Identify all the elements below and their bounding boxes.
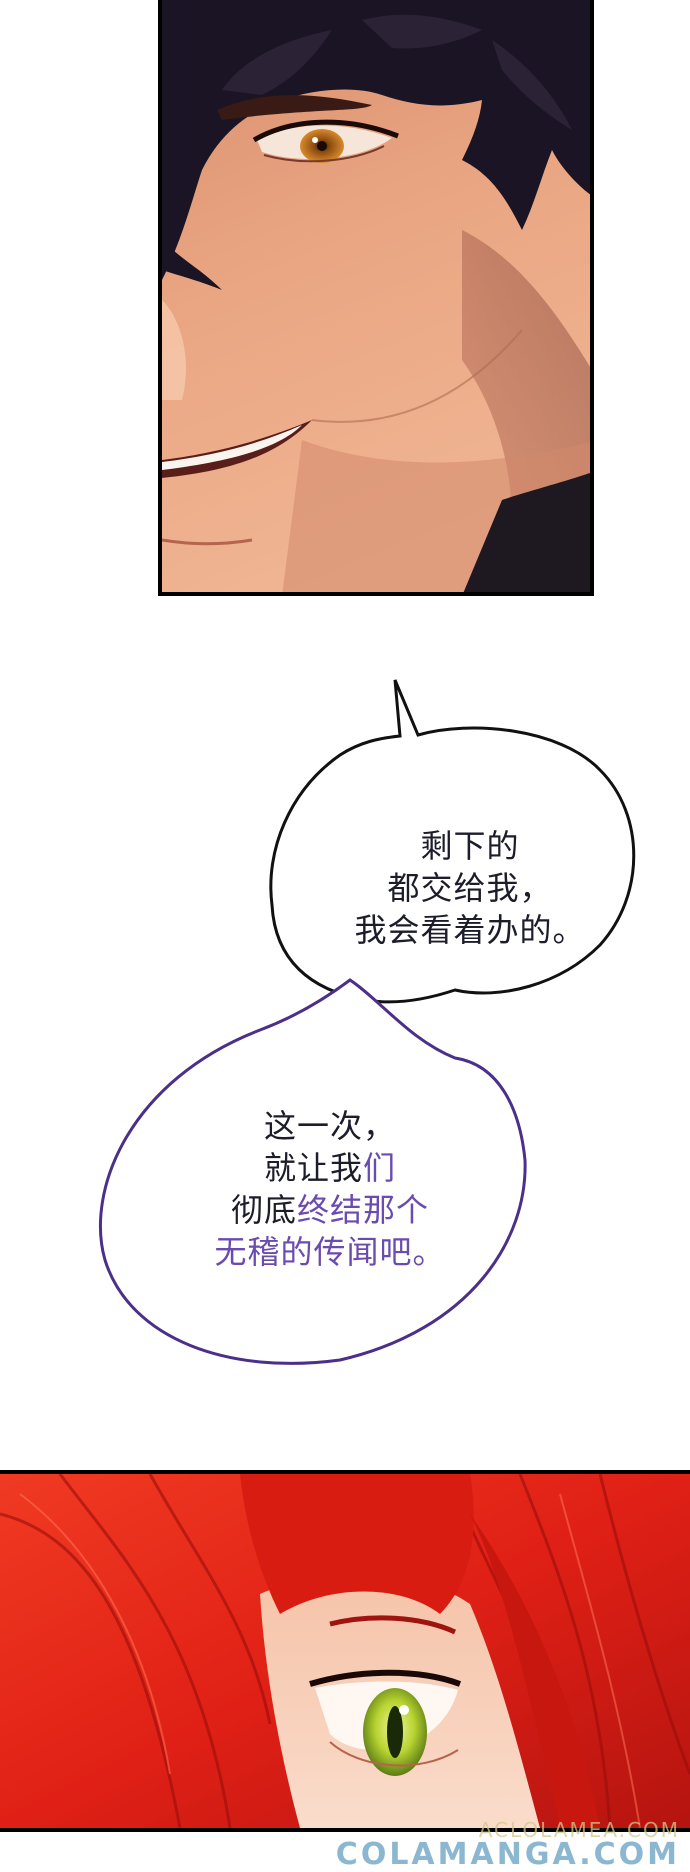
speech-bubble-1-line: 都交给我， [387, 869, 553, 907]
speech-bubble-1-line: 剩下的 [420, 827, 520, 865]
speech-bubble-1-outline [269, 679, 636, 1004]
watermark-top-text: ACLOLAMEA.COM [478, 1818, 680, 1842]
speech-bubble-2-line: 彻底终结那个 [230, 1191, 430, 1229]
dark-haired-man-illustration [162, 0, 590, 592]
speech-bubble-2-line: 这一次， [263, 1107, 396, 1145]
panel-red-haired-character [0, 1470, 690, 1832]
watermark-bottom-text: COLAMANGA.COM [335, 1837, 680, 1872]
speech-bubble-2-line: 就让我们 [263, 1149, 397, 1187]
panel-dark-haired-man [158, 0, 594, 596]
speech-bubble-2-outline [98, 978, 527, 1365]
speech-bubble-2-line: 无稽的传闻吧。 [214, 1233, 446, 1271]
watermark: ACLOLAMEA.COM COLAMANGA.COM [336, 1820, 680, 1870]
red-haired-character-illustration [0, 1474, 690, 1828]
speech-bubble-2-text: 这一次， 就让我们 彻底终结那个 无稽的传闻吧。 [160, 1105, 500, 1273]
speech-bubble-1-text: 剩下的 都交给我， 我会看着办的。 [320, 825, 620, 951]
speech-bubble-1-line: 我会看着办的。 [354, 911, 586, 949]
